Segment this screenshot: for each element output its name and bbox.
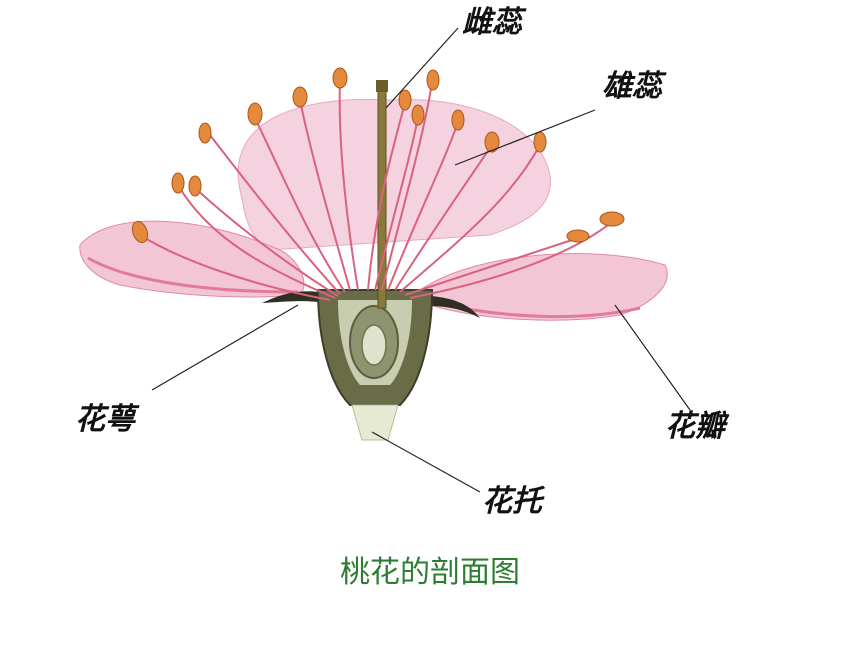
receptacle-stalk	[351, 404, 399, 441]
label-pistil: 雌蕊	[462, 5, 522, 40]
leader-stamen	[454, 109, 596, 166]
label-petal: 花瓣	[665, 409, 725, 444]
label-receptacle: 花托	[482, 484, 542, 519]
leader-pistil	[385, 27, 459, 109]
leader-sepal	[151, 304, 299, 391]
label-stamen: 雄蕊	[602, 69, 662, 104]
stamens	[139, 79, 613, 301]
label-sepal: 花萼	[75, 402, 135, 437]
leader-petal	[614, 304, 691, 411]
petal-back	[237, 98, 551, 251]
ovule	[361, 324, 387, 366]
sepal-right	[430, 296, 480, 318]
pistil-stigma	[376, 80, 388, 92]
diagram-caption: 桃花的剖面图	[340, 555, 520, 590]
petal-left-edge	[87, 256, 299, 294]
leader-lines	[151, 27, 691, 493]
leader-receptacle	[371, 431, 481, 493]
anthers	[131, 67, 625, 244]
